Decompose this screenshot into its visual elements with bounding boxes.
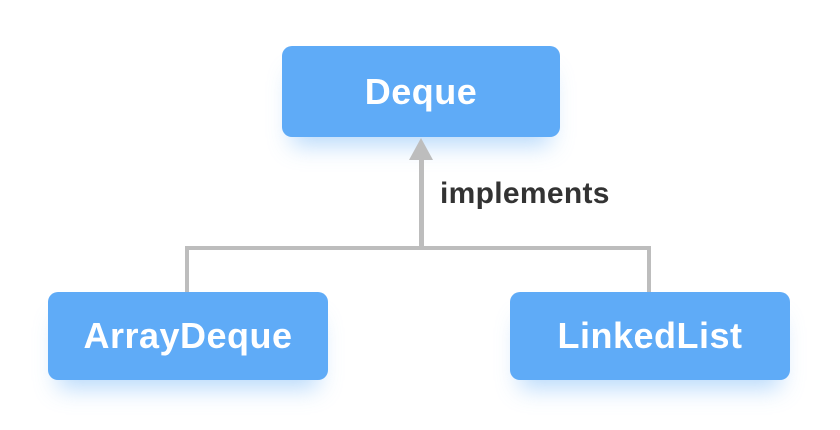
connector-right-drop-line [647, 246, 651, 292]
connector-left-drop-line [185, 246, 189, 292]
node-deque: Deque [282, 46, 560, 137]
node-deque-label: Deque [364, 70, 478, 112]
node-arraydeque-label: ArrayDeque [83, 315, 293, 356]
connector-horizontal-line [185, 246, 651, 250]
node-arraydeque: ArrayDeque [48, 292, 328, 380]
implements-edge-label: implements [440, 177, 610, 210]
implements-arrow-shaft [419, 156, 424, 250]
implements-arrowhead-icon [409, 138, 433, 160]
node-linkedlist: LinkedList [510, 292, 790, 380]
node-linkedlist-label: LinkedList [557, 315, 743, 356]
